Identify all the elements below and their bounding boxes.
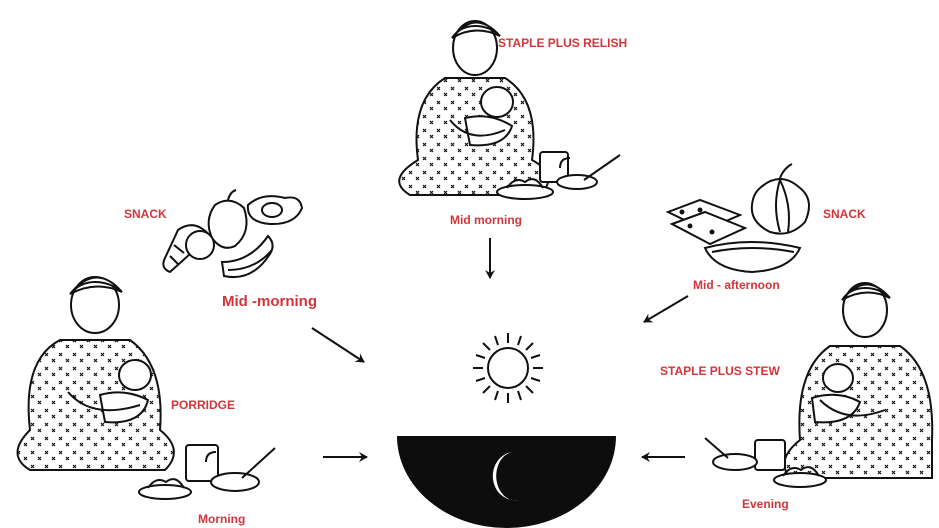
fruit-snack-icon [163,190,302,277]
label-mid-morning-snack: Mid -morning [222,294,317,309]
moon-night-icon [397,436,616,528]
label-evening: Evening [742,498,789,510]
label-mid-morning-top: Mid morning [450,214,522,226]
label-snack-left: SNACK [124,208,167,220]
label-morning: Morning [198,513,245,525]
label-staple-plus-stew: STAPLE PLUS STEW [660,365,780,377]
mother-breastfeeding-with-stew-icon [705,283,932,487]
arrow-mid-morning [312,328,364,362]
arrows [312,238,688,457]
arrow-mid-afternoon [644,296,688,322]
sun-icon [473,333,543,403]
label-snack-right: SNACK [823,208,866,220]
pumpkin-bread-snack-icon [668,164,809,272]
label-mid-afternoon: Mid - afternoon [693,279,780,291]
mother-breastfeeding-with-porridge-icon [18,277,276,499]
label-staple-plus-relish: STAPLE PLUS RELISH [498,37,627,49]
label-porridge: PORRIDGE [171,399,235,411]
